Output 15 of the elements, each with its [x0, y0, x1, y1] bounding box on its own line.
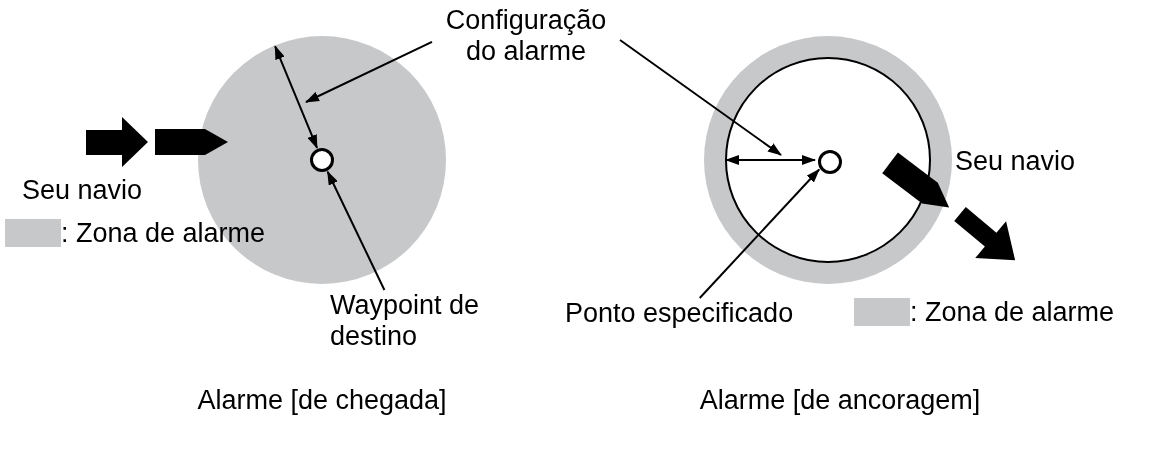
- text-label: Seu navio: [22, 175, 172, 209]
- text-label: Waypoint de destino: [330, 290, 500, 360]
- leader-line: [326, 170, 386, 291]
- diagram-caption: Alarme [de chegada]: [196, 385, 448, 417]
- dimension-line: [274, 45, 319, 149]
- diagram-caption: Alarme [de ancoragem]: [698, 385, 982, 417]
- leader-line: [619, 39, 782, 156]
- text-label: Configuração do alarme: [432, 5, 620, 71]
- text-label: Seu navio: [955, 146, 1115, 180]
- legend-text: : Zona de alarme: [61, 217, 266, 249]
- legend-text: : Zona de alarme: [910, 296, 1115, 328]
- text-label: Ponto especificado: [565, 298, 810, 332]
- dimension-line: [725, 155, 816, 165]
- leader-line: [305, 40, 433, 103]
- leader-line: [698, 168, 821, 299]
